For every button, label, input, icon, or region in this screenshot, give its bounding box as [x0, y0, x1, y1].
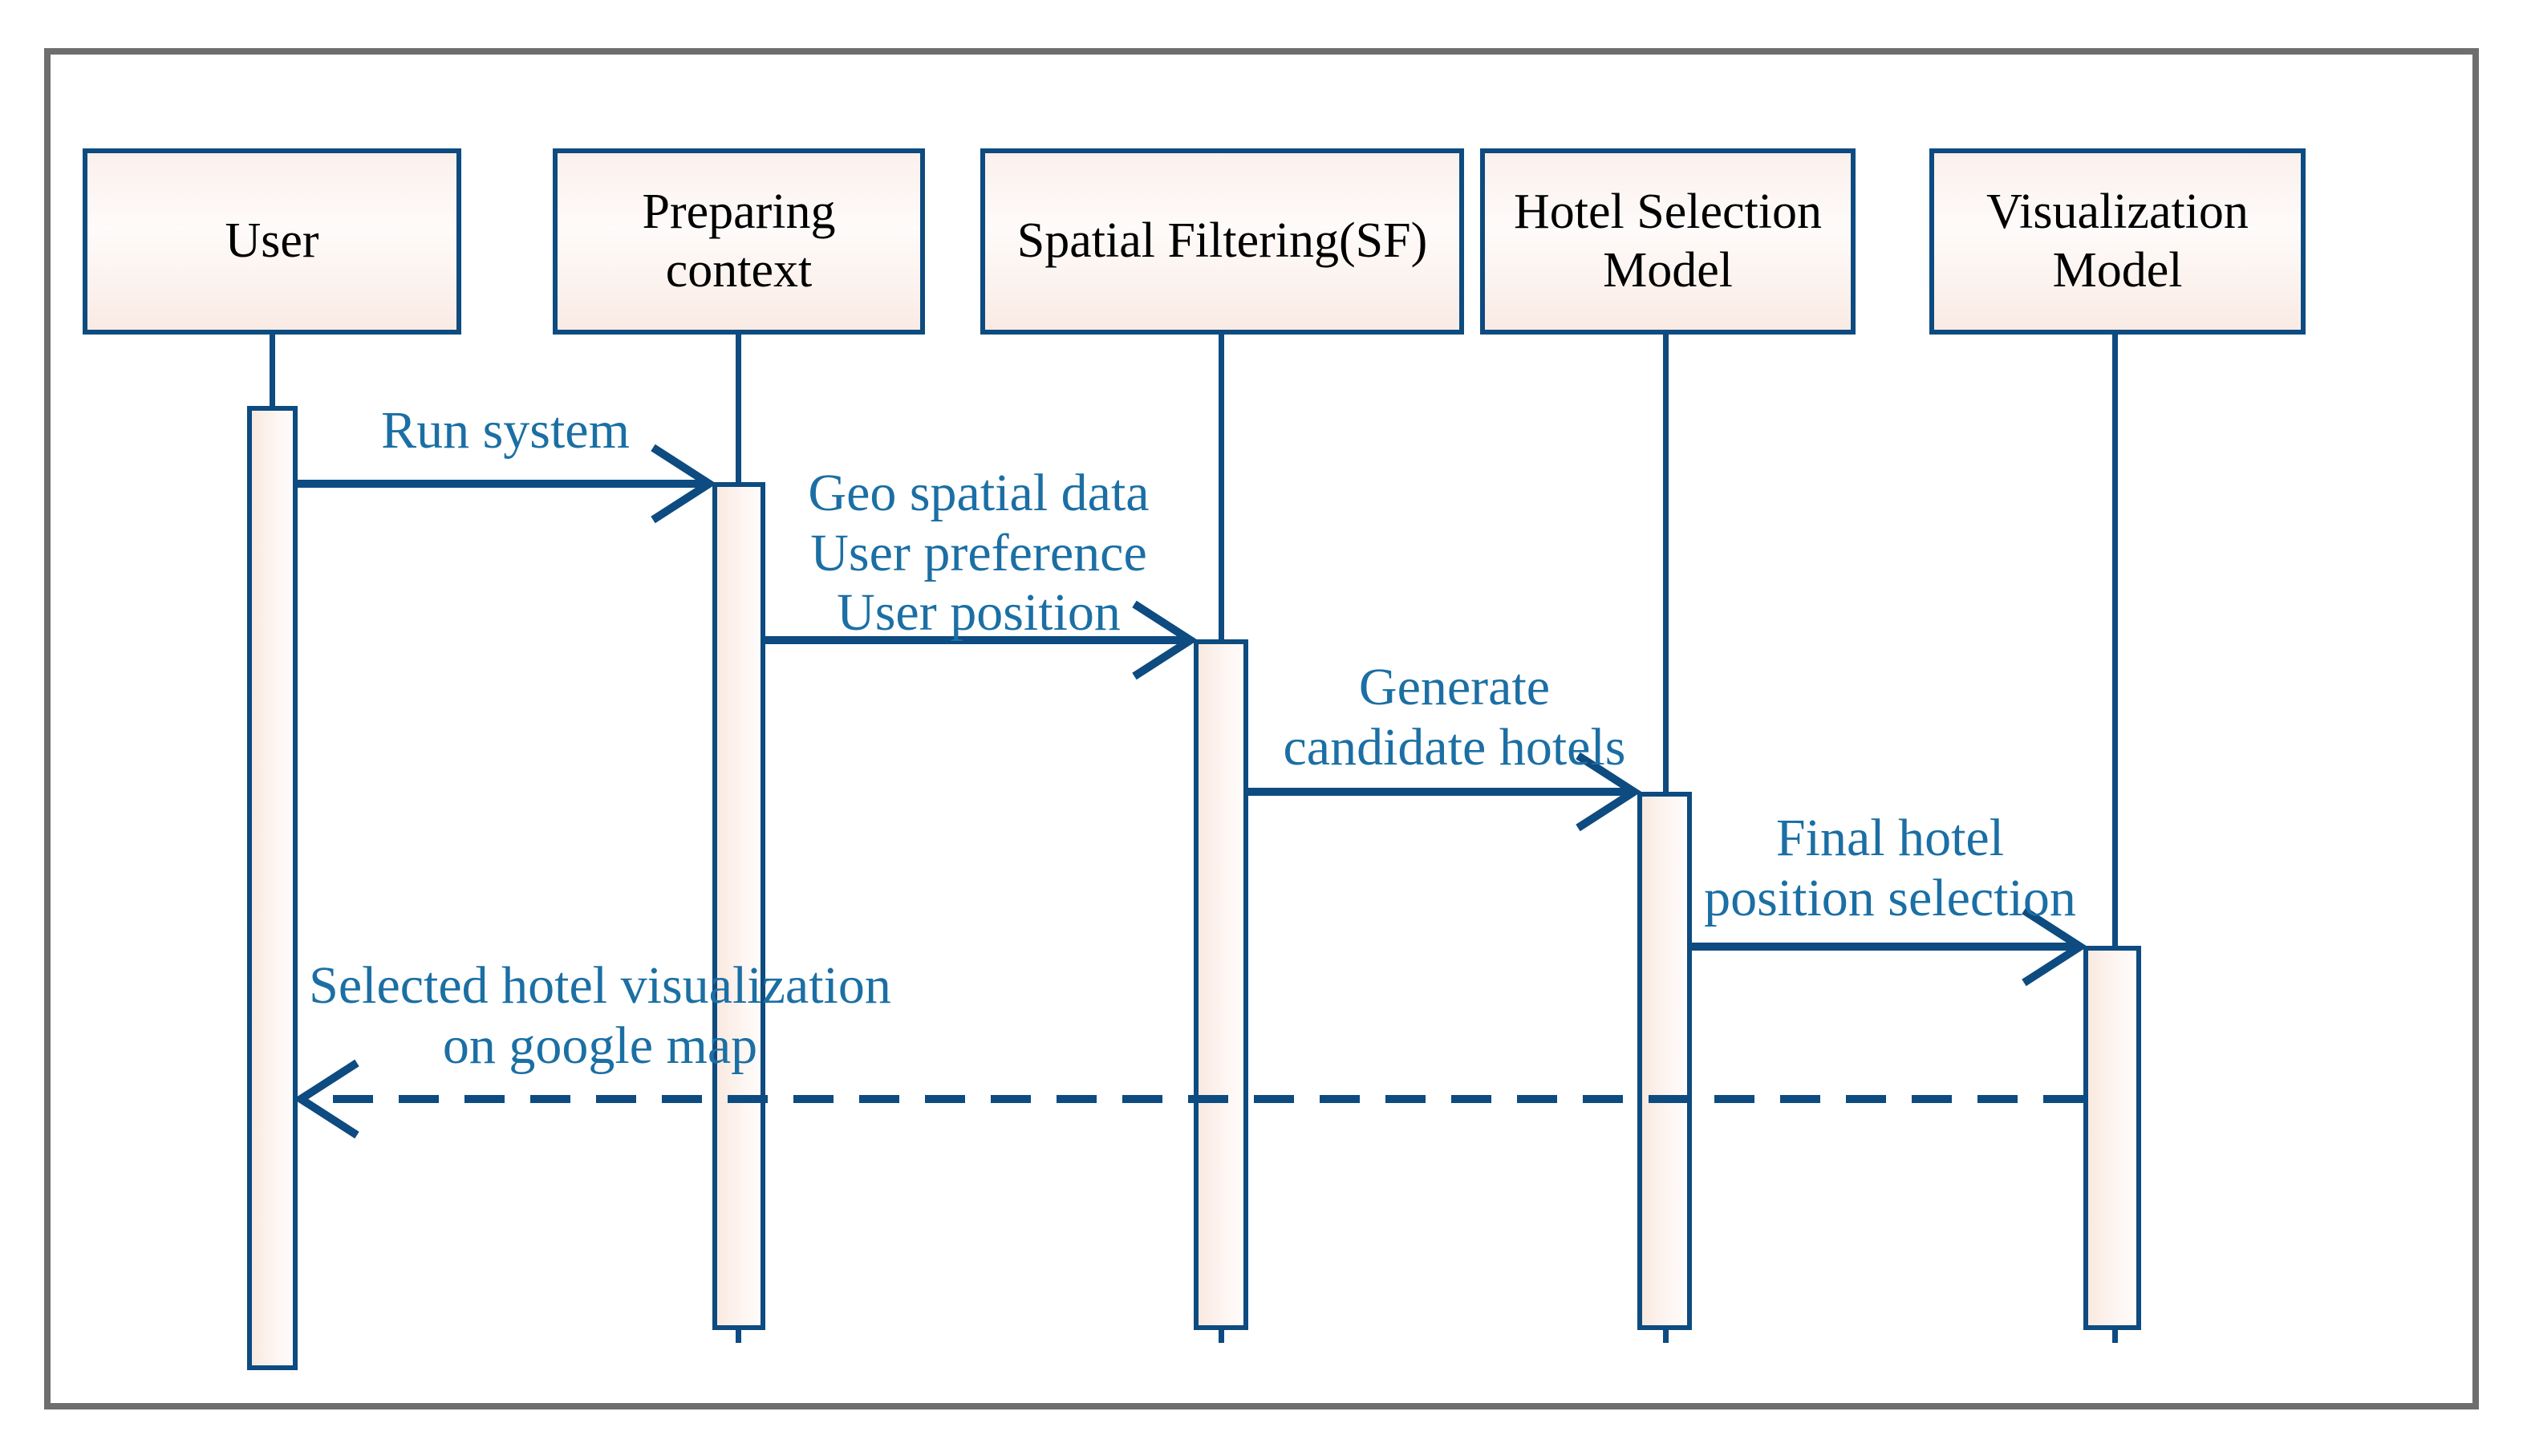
actor-label: Preparing: [642, 184, 836, 239]
actor-box-visualization-model: Visualization Model: [1929, 148, 2306, 335]
message-label-final-hotel-position-selection: Final hotel position selection: [1704, 809, 2076, 927]
activation-user: [247, 406, 298, 1370]
message-label-run-system: Run system: [381, 401, 630, 460]
lifeline-user: [270, 335, 275, 408]
lifeline-tail-preparing-context: [736, 1330, 741, 1343]
actor-box-preparing-context: Preparing context: [553, 148, 925, 335]
activation-spatial-filtering: [1194, 639, 1248, 1330]
activation-preparing-context: [712, 482, 765, 1330]
message-label-geo-spatial-data: Geo spatial data User preference User po…: [808, 464, 1150, 643]
diagram-border-frame: [44, 48, 2479, 1409]
lifeline-preparing-context: [736, 335, 741, 485]
actor-box-hotel-selection-model: Hotel Selection Model: [1480, 148, 1856, 335]
lifeline-tail-spatial-filtering: [1219, 1330, 1224, 1343]
lifeline-spatial-filtering: [1219, 335, 1224, 643]
lifeline-hotel-selection-model: [1663, 335, 1669, 795]
lifeline-visualization-model: [2112, 335, 2118, 949]
actor-label: Model: [1603, 243, 1733, 298]
message-label-selected-hotel-visualization: Selected hotel visualization on google m…: [309, 956, 891, 1075]
activation-hotel-selection-model: [1637, 792, 1692, 1330]
actor-label: Visualization: [1986, 184, 2249, 239]
message-label-generate-candidate-hotels: Generate candidate hotels: [1283, 658, 1626, 777]
actor-box-spatial-filtering: Spatial Filtering(SF): [980, 148, 1464, 335]
actor-label: User: [225, 213, 319, 269]
lifeline-tail-visualization-model: [2112, 1330, 2118, 1343]
activation-visualization-model: [2083, 946, 2141, 1330]
actor-label: Spatial Filtering(SF): [1016, 213, 1428, 269]
actor-label: Hotel Selection: [1514, 184, 1822, 239]
actor-label: context: [665, 243, 813, 298]
lifeline-tail-hotel-selection-model: [1663, 1330, 1669, 1343]
actor-label: Model: [2052, 243, 2183, 298]
actor-box-user: User: [83, 148, 461, 335]
